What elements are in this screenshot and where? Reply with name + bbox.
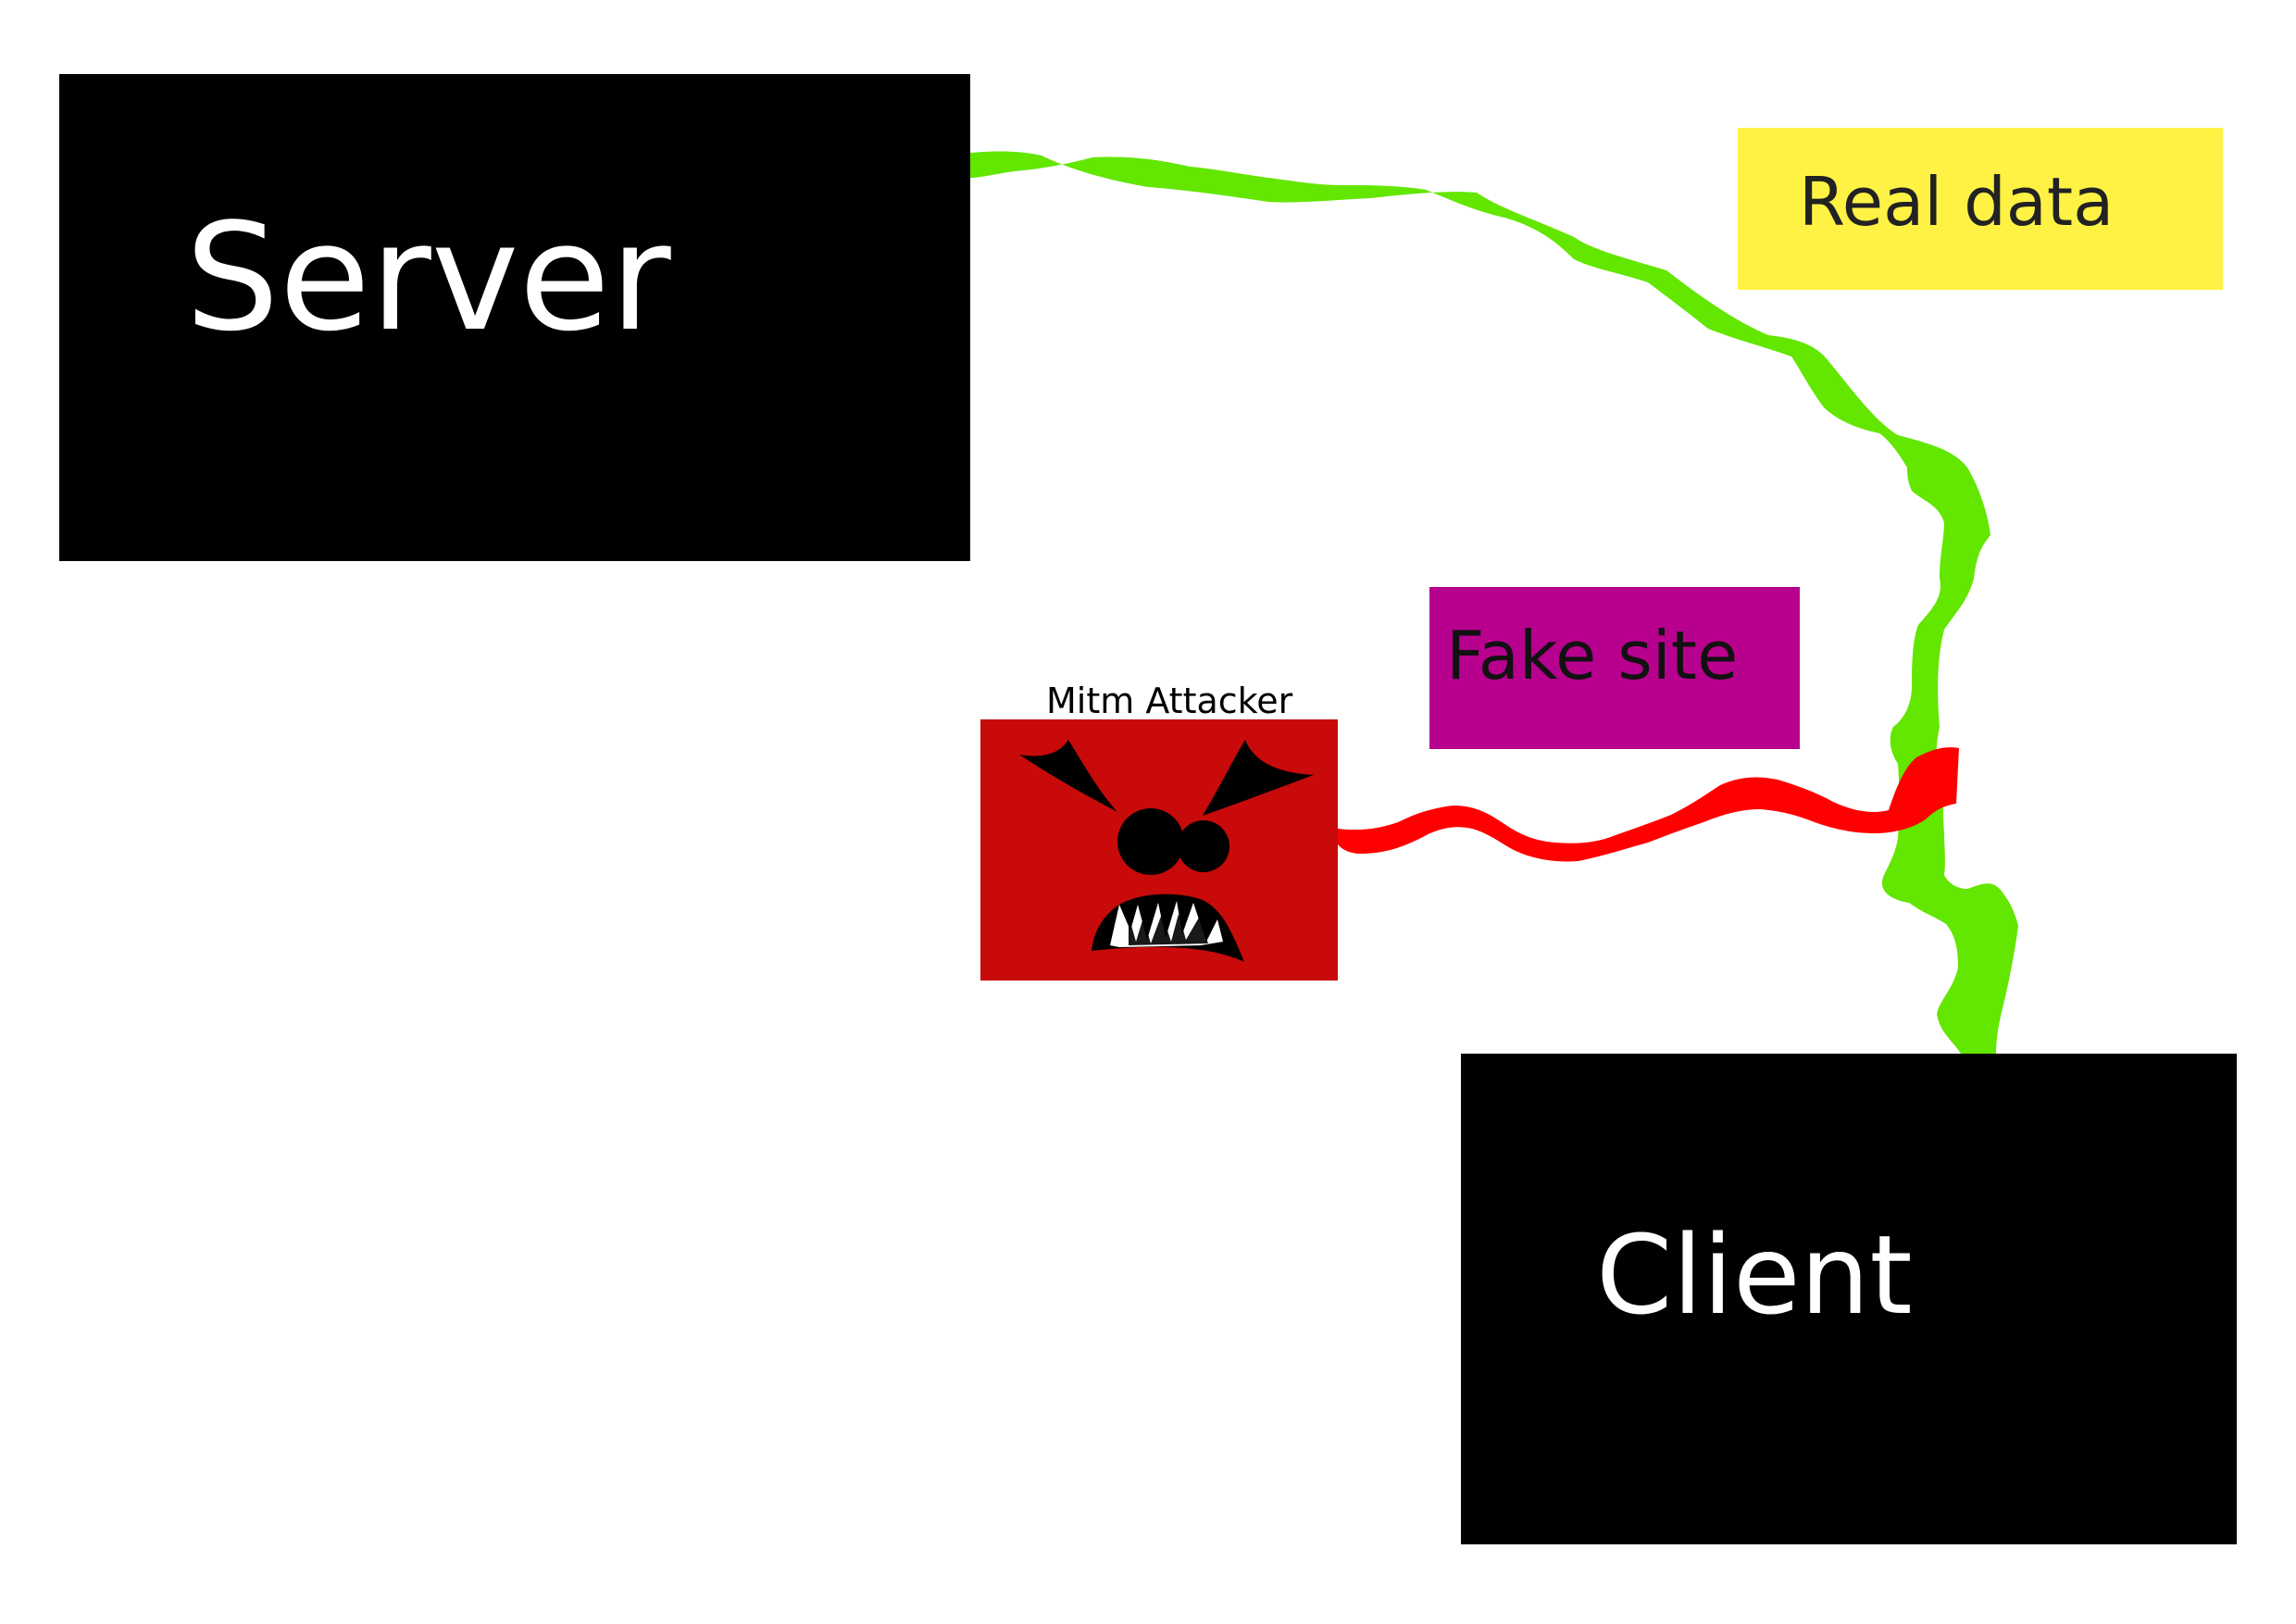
angry-monster-face-icon — [1019, 740, 1314, 962]
real-data-label: Real data — [1799, 163, 2115, 241]
client-label: Client — [1596, 1211, 1913, 1339]
server-node: Server — [59, 74, 970, 561]
attacker-node — [980, 719, 1338, 981]
left-eye — [1117, 808, 1184, 875]
client-node: Client — [1461, 1054, 2237, 1544]
real-data-tag: Real data — [1738, 128, 2223, 290]
right-eye — [1178, 820, 1229, 872]
attacker-title: Mitm Attacker — [1046, 681, 1293, 721]
fake-data-path — [1338, 747, 1959, 862]
right-eyebrow — [1203, 740, 1314, 816]
server-label: Server — [185, 191, 671, 364]
mouth-inner — [1129, 914, 1208, 945]
fake-site-label: Fake site — [1446, 617, 1739, 694]
fake-site-tag: Fake site — [1429, 587, 1800, 749]
left-eyebrow — [1019, 740, 1117, 812]
